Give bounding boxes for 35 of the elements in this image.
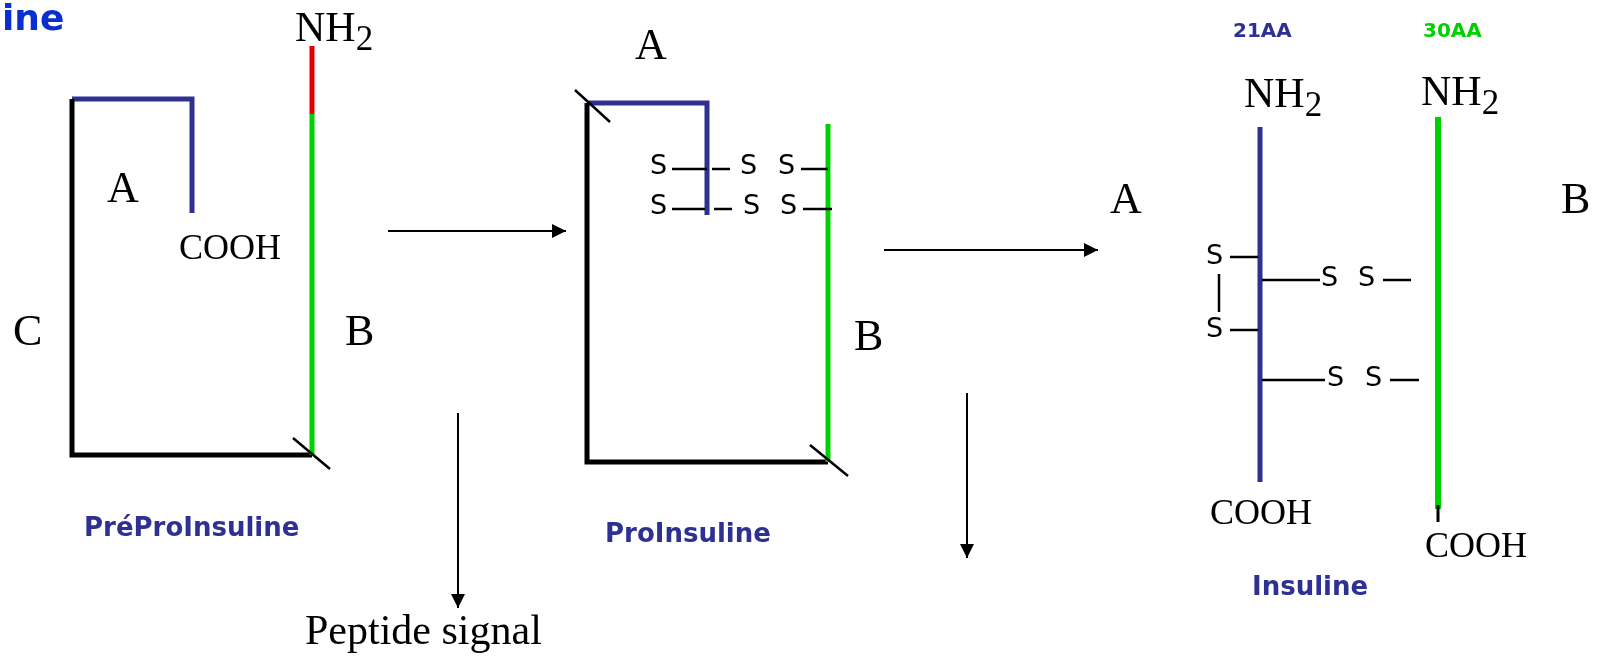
- molecule-name: Insuline: [1252, 572, 1369, 599]
- chain-label: A: [1110, 177, 1142, 222]
- residue-count-label: 30AA: [1423, 19, 1482, 40]
- chain-label: C: [13, 309, 43, 354]
- sulfur-label: S: [1206, 313, 1224, 341]
- terminus-label: COOH: [1425, 526, 1527, 563]
- title: ine: [2, 0, 65, 36]
- sulfur-label: S: [1321, 262, 1339, 290]
- chain-label: A: [107, 166, 139, 211]
- terminus-label: COOH: [179, 228, 281, 265]
- arrow: [883, 243, 1099, 257]
- sulfur-label: S: [780, 190, 798, 218]
- sulfur-label: S: [740, 150, 758, 178]
- terminus-label: COOH: [1210, 493, 1312, 530]
- sulfur-label: S: [1327, 362, 1345, 390]
- terminus-label: NH$_{2}$: [1244, 71, 1323, 122]
- molecule-name: PréProInsuline: [84, 513, 300, 540]
- sulfur-label: S: [650, 190, 668, 218]
- sulfur-label: S: [1206, 240, 1224, 268]
- chain-label: B: [1561, 177, 1591, 222]
- sulfur-label: S: [1358, 262, 1376, 290]
- terminus-label: NH$_{2}$: [1421, 69, 1500, 120]
- chain-label: B: [854, 314, 884, 359]
- molecule-name: ProInsuline: [605, 519, 771, 546]
- sulfur-label: S: [1365, 362, 1383, 390]
- residue-count-label: 21AA: [1233, 19, 1292, 40]
- product-label: Peptide signal: [305, 608, 542, 651]
- sulfur-label: S: [650, 150, 668, 178]
- sulfur-label: S: [743, 190, 761, 218]
- terminus-label: NH$_{2}$: [295, 5, 374, 56]
- arrow: [387, 224, 567, 238]
- sulfur-label: S: [778, 150, 796, 178]
- chain-label: A: [635, 23, 667, 68]
- chain-label: B: [345, 309, 375, 354]
- arrow: [451, 412, 465, 609]
